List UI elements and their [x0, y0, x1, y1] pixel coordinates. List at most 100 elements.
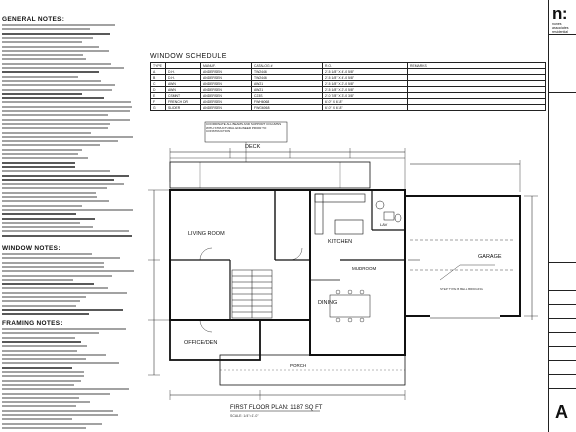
note-text-line	[2, 337, 75, 339]
note-text-line	[2, 309, 123, 311]
room-label-porch: PORCH	[290, 363, 306, 368]
note-text-line	[2, 110, 130, 112]
note-text-line	[2, 253, 92, 255]
note-text-line	[2, 226, 93, 228]
note-text-line	[2, 101, 131, 103]
note-text-line	[2, 414, 118, 416]
room-label-kitchen: KITCHEN	[328, 239, 352, 245]
note-text-line	[2, 127, 108, 129]
note-text-line	[2, 179, 114, 181]
note-text-line	[2, 222, 80, 224]
note-text-line	[2, 427, 86, 429]
note-text-line	[2, 200, 109, 202]
note-text-line	[2, 136, 133, 138]
note-text-line	[2, 24, 115, 26]
room-label-office: OFFICE/DEN	[184, 340, 217, 346]
note-text-line	[2, 367, 72, 369]
note-text-line	[2, 270, 134, 272]
note-text-line	[2, 279, 73, 281]
note-text-line	[2, 205, 82, 207]
note-text-line	[2, 405, 76, 407]
note-text-line	[2, 58, 86, 60]
note-text-line	[2, 371, 84, 373]
note-text-line	[2, 345, 87, 347]
window-notes-title: WINDOW NOTES:	[2, 245, 61, 252]
note-text-line	[2, 209, 133, 211]
note-text-line	[2, 166, 75, 168]
note-text-line	[2, 106, 132, 108]
first-floor-plan: COORDINATE ALL BEAMS AND SUPPORT COLUMNS…	[140, 120, 542, 432]
note-text-line	[2, 80, 101, 82]
note-text-line	[2, 114, 108, 116]
note-text-line	[2, 305, 76, 307]
note-text-line	[2, 332, 99, 334]
note-text-line	[2, 41, 82, 43]
cell-catalog: FWG6068	[252, 105, 323, 111]
plan-title: FIRST FLOOR PLAN: 1187 SQ FT	[230, 405, 323, 411]
cell-remarks	[408, 105, 546, 111]
note-text-line	[2, 257, 120, 259]
note-text-line	[2, 218, 95, 220]
firm-logo: n:	[552, 4, 567, 24]
note-text-line	[2, 380, 81, 382]
room-label-deck: DECK	[245, 144, 261, 150]
note-text-line	[2, 266, 104, 268]
structural-callout: COORDINATE ALL BEAMS AND SUPPORT COLUMNS…	[206, 123, 286, 134]
firm-name-line1: nunes associates	[552, 22, 576, 30]
title-block: n: nunes associates residential A	[548, 0, 576, 432]
note-text-line	[2, 37, 93, 39]
note-text-line	[2, 358, 86, 360]
note-text-line	[2, 67, 124, 69]
note-text-line	[2, 46, 99, 48]
cell-type: G	[151, 105, 166, 111]
note-text-line	[2, 388, 129, 390]
note-text-line	[2, 292, 127, 294]
window-schedule-title: WINDOW SCHEDULE	[150, 53, 227, 60]
note-text-line	[2, 119, 130, 121]
note-text-line	[2, 393, 110, 395]
note-text-line	[2, 140, 118, 142]
note-text-line	[2, 183, 124, 185]
room-label-dining: DINING	[318, 300, 337, 306]
room-label-lav: LAV	[380, 222, 388, 227]
note-text-line	[2, 84, 115, 86]
note-text-line	[2, 54, 83, 56]
note-text-line	[2, 153, 78, 155]
note-text-line	[2, 300, 80, 302]
note-text-line	[2, 350, 77, 352]
note-text-line	[2, 410, 113, 412]
note-text-line	[2, 283, 94, 285]
note-text-line	[2, 362, 119, 364]
note-text-line	[2, 162, 75, 164]
note-text-line	[2, 313, 89, 315]
note-text-line	[2, 375, 84, 377]
note-text-line	[2, 170, 110, 172]
room-label-garage: GARAGE	[478, 254, 502, 260]
plan-scale: SCALE: 1/4"=1'-0"	[230, 414, 259, 418]
note-text-line	[2, 187, 107, 189]
note-text-line	[2, 384, 74, 386]
note-text-line	[2, 192, 96, 194]
cell-desc: SLIDER	[166, 105, 201, 111]
window-schedule-table: TYPE MANUF. CATALOG # R.O. REMARKS AD.H.…	[150, 62, 546, 111]
cell-ro: 6'-0" X 6'-8"	[323, 105, 408, 111]
note-text-line	[2, 341, 81, 343]
note-text-line	[2, 76, 78, 78]
note-text-line	[2, 93, 82, 95]
note-text-line	[2, 418, 72, 420]
note-text-line	[2, 423, 102, 425]
note-text-line	[2, 175, 129, 177]
note-text-line	[2, 123, 110, 125]
framing-notes-title: FRAMING NOTES:	[2, 320, 63, 327]
note-text-line	[2, 33, 110, 35]
notes-column: GENERAL NOTES: WINDOW NOTES: FRAMING NOT…	[0, 0, 140, 432]
firm-name: nunes associates residential	[552, 22, 576, 34]
room-label-living: LIVING ROOM	[188, 231, 225, 237]
sheet-number: A	[555, 402, 568, 423]
note-text-line	[2, 328, 126, 330]
note-text-line	[2, 149, 82, 151]
table-row: GSLIDERANDERSENFWG60686'-0" X 6'-8"	[151, 105, 546, 111]
note-text-line	[2, 28, 90, 30]
note-text-line	[2, 354, 106, 356]
